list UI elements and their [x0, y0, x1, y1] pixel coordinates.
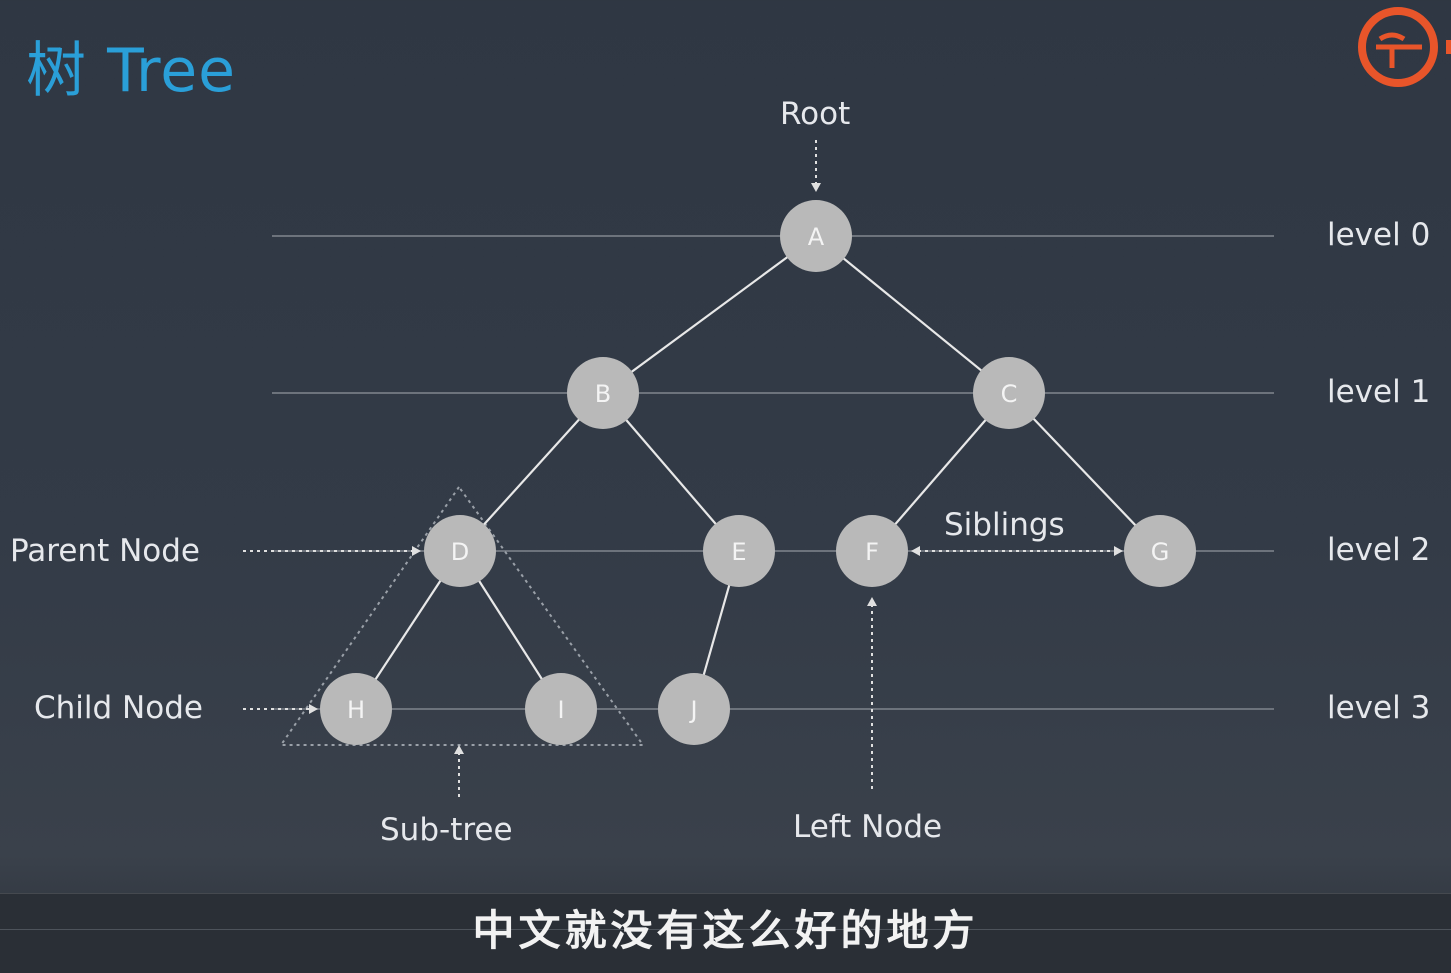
- root-arrow: [811, 140, 821, 192]
- edge-a-c: [815, 235, 1010, 394]
- level-1-label: level 1: [1327, 374, 1431, 410]
- node-j: J: [658, 673, 730, 745]
- node-label: G: [1151, 538, 1170, 566]
- parent-node-arrow: [243, 546, 421, 556]
- node-label: I: [557, 696, 564, 724]
- subtitle-caption: 中文就没有这么好的地方: [472, 906, 979, 955]
- node-label: D: [451, 538, 469, 566]
- node-label: C: [1001, 380, 1018, 408]
- node-c: C: [973, 357, 1045, 429]
- page-title: 树 Tree: [26, 36, 237, 106]
- node-e: E: [703, 515, 775, 587]
- level-2-label: level 2: [1327, 532, 1431, 568]
- left-node-arrow: [867, 597, 877, 790]
- node-label: H: [347, 696, 365, 724]
- node-b: B: [567, 357, 639, 429]
- edge-c-g: [1008, 392, 1161, 552]
- node-label: E: [731, 538, 746, 566]
- logo: [1358, 7, 1451, 87]
- subtitle-divider: [0, 929, 1451, 930]
- node-i: I: [525, 673, 597, 745]
- edge-a-b: [602, 235, 817, 394]
- node-label: F: [865, 538, 879, 566]
- node-h: H: [320, 673, 392, 745]
- node-f: F: [836, 515, 908, 587]
- node-g: G: [1124, 515, 1196, 587]
- node-label: A: [808, 223, 825, 251]
- left-node-label: Left Node: [793, 809, 943, 845]
- node-label: B: [595, 380, 611, 408]
- parent-node-label: Parent Node: [10, 533, 200, 569]
- child-node-label: Child Node: [34, 690, 203, 726]
- sub-tree-triangle: [279, 485, 645, 746]
- node-d: D: [424, 515, 496, 587]
- siblings-arrow: [911, 546, 1123, 556]
- level-0-label: level 0: [1327, 217, 1431, 253]
- siblings-label: Siblings: [944, 507, 1065, 543]
- sub-tree-label: Sub-tree: [380, 812, 513, 848]
- node-a: A: [780, 200, 852, 272]
- child-node-arrow: [243, 704, 318, 714]
- node-label: J: [688, 696, 697, 724]
- sub-tree-arrow: [454, 745, 464, 800]
- subtitle-bar: [0, 893, 1451, 973]
- level-3-label: level 3: [1327, 690, 1431, 726]
- root-label: Root: [780, 96, 851, 132]
